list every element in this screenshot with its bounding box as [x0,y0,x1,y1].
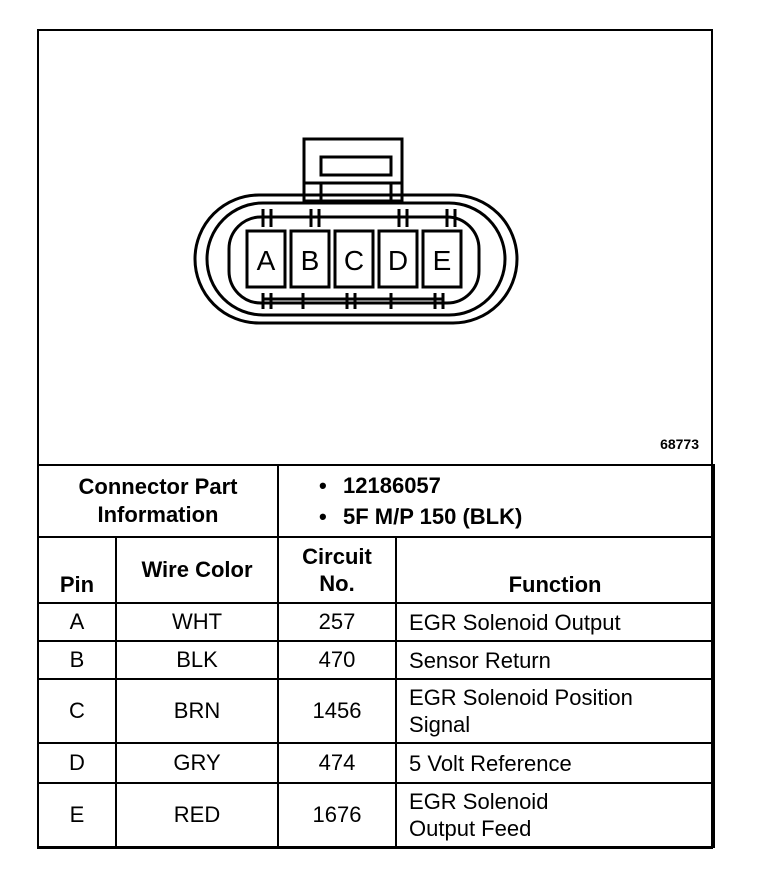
pin-cell: D [37,742,117,784]
table-row: D GRY 474 5 Volt Reference [37,742,716,784]
circuit-cell: 1456 [277,678,398,744]
table-row: C BRN 1456 EGR Solenoid Position Signal [37,678,716,744]
locking-tab-slot [319,155,393,177]
circuit-cell: 1676 [277,782,398,848]
connector-part-values: •12186057 •5F M/P 150 (BLK) [277,464,716,538]
function-cell: EGR Solenoid Output Feed [395,782,716,848]
pin-letter-a: A [257,245,276,276]
pin-letter-e: E [433,245,452,276]
header-circuit-no: Circuit No. [277,536,398,604]
part-number: •12186057 [319,470,713,501]
pin-cell: B [37,640,117,680]
locking-tab [302,137,404,203]
pin-cell: C [37,678,117,744]
wire-color-cell: BRN [114,678,280,744]
pin-slot [333,229,375,289]
bullet-icon: • [319,473,327,498]
pin-slot [289,229,331,289]
connector-part-label: Connector Part Information [36,464,280,538]
function-cell: Sensor Return [395,640,716,680]
connector-housing-inner [205,201,507,317]
table-row: A WHT 257 EGR Solenoid Output [37,602,716,642]
wire-color-cell: RED [114,782,280,848]
part-label-line1: Connector Part [78,474,238,499]
wire-color-cell: WHT [114,602,280,642]
pin-letter-b: B [301,245,320,276]
header-wire-color: Wire Color [114,536,280,604]
function-cell: EGR Solenoid Output [395,602,716,642]
header-pin: Pin [37,536,117,604]
circuit-cell: 257 [277,602,398,642]
pin-letter-c: C [344,245,364,276]
pin-slot [245,229,287,289]
pin-cell: A [37,602,117,642]
wire-color-cell: GRY [114,742,280,784]
table-row: E RED 1676 EGR Solenoid Output Feed [37,782,716,848]
pinout-table: Connector Part Information •12186057 •5F… [36,464,716,848]
drawing-number: 68773 [660,436,699,452]
wire-color-cell: BLK [114,640,280,680]
header-function: Function [395,536,716,604]
table-row: B BLK 470 Sensor Return [37,640,716,680]
pin-cell: E [37,782,117,848]
circuit-cell: 474 [277,742,398,784]
part-description: •5F M/P 150 (BLK) [319,501,713,532]
circuit-cell: 470 [277,640,398,680]
pin-slot [377,229,419,289]
function-cell: EGR Solenoid Position Signal [395,678,716,744]
function-cell: 5 Volt Reference [395,742,716,784]
table-header-row: Pin Wire Color Circuit No. Function [37,536,716,604]
part-label-line2: Information [97,502,219,527]
pin-slot [421,229,463,289]
connector-housing-outer [193,193,519,325]
part-info-row: Connector Part Information •12186057 •5F… [36,464,716,538]
bullet-icon: • [319,504,327,529]
pin-letter-d: D [388,245,408,276]
